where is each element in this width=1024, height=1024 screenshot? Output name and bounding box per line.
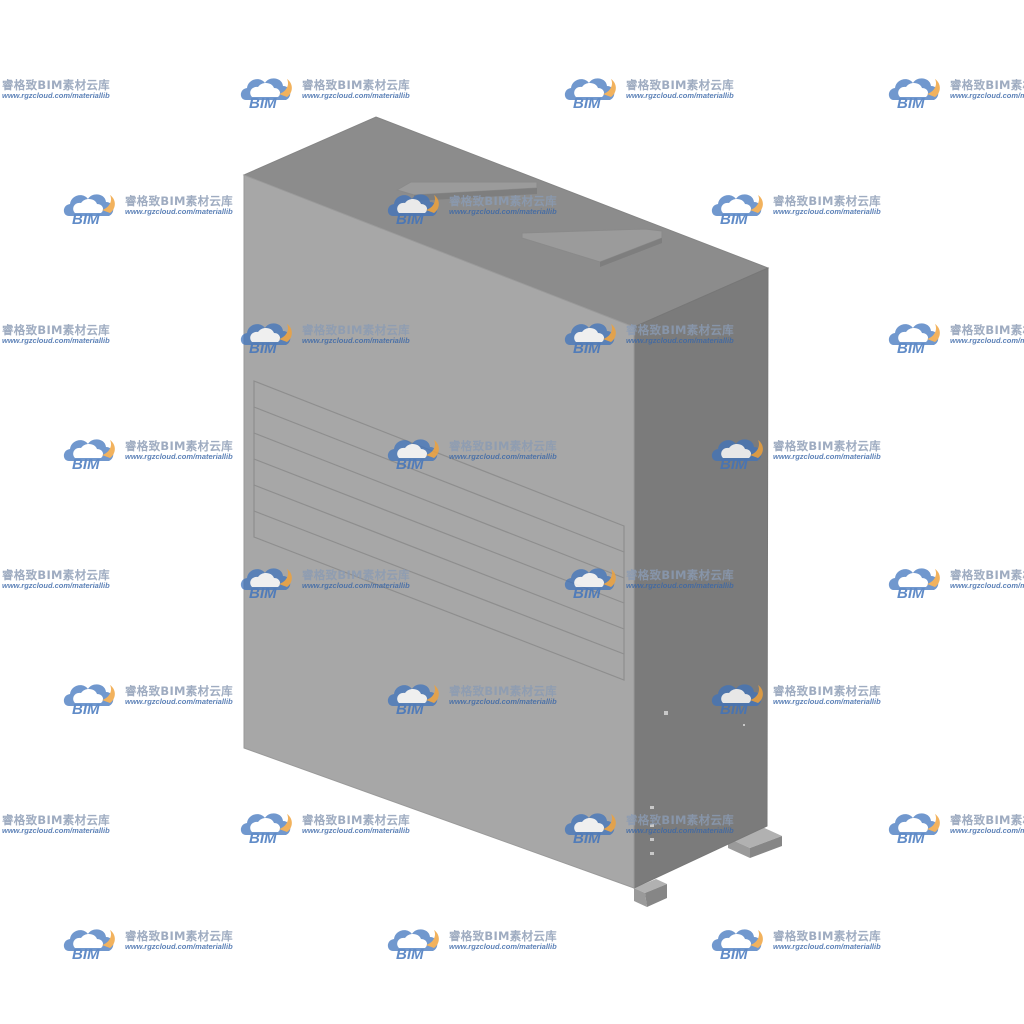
front-foot-top bbox=[634, 879, 667, 893]
side-screw bbox=[650, 852, 654, 855]
vent-slat bbox=[253, 406, 625, 553]
vent-slat bbox=[253, 432, 625, 579]
side-screw bbox=[650, 806, 654, 809]
side-fasteners bbox=[650, 711, 745, 855]
rear-foot-front bbox=[728, 838, 750, 858]
front-foot-side bbox=[645, 884, 667, 907]
front-foot-front bbox=[634, 888, 647, 907]
cabinet-side-face bbox=[633, 267, 769, 889]
vent-slat bbox=[253, 484, 625, 630]
top-slot-1 bbox=[395, 181, 538, 196]
top-slots bbox=[395, 181, 663, 267]
rear-foot-top bbox=[728, 826, 782, 848]
side-screw bbox=[664, 711, 668, 715]
top-slot-2-edge bbox=[600, 238, 662, 267]
rear-foot-side bbox=[750, 836, 782, 858]
vent-slat bbox=[253, 458, 625, 604]
side-screw bbox=[650, 824, 654, 827]
vent-slat bbox=[253, 510, 625, 655]
vent-grille bbox=[253, 380, 625, 681]
side-screw bbox=[743, 724, 745, 726]
top-slot-1-edge bbox=[414, 188, 537, 201]
side-screw bbox=[650, 838, 654, 841]
cabinet-feet bbox=[634, 826, 782, 907]
